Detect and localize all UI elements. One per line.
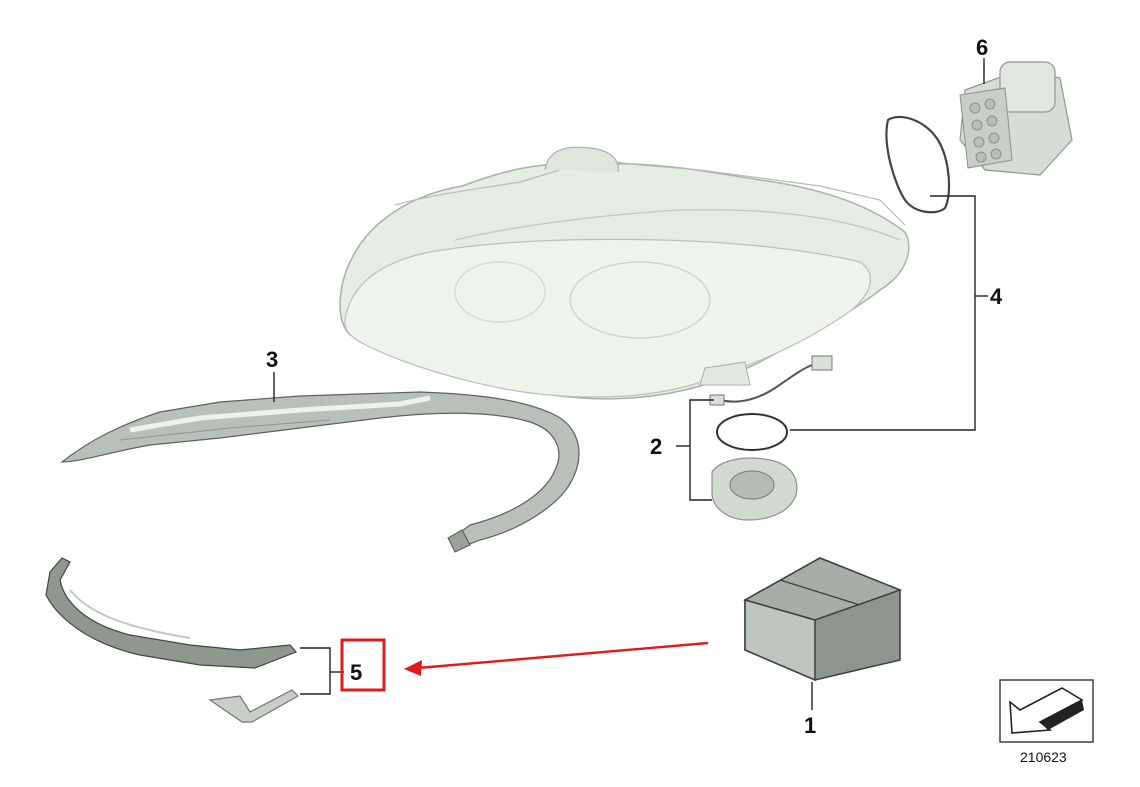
highlight-arrow-head <box>404 660 422 676</box>
callout-1: 1 <box>804 713 816 738</box>
callout-5: 5 <box>350 660 362 685</box>
highlight-arrow-shaft <box>417 641 709 670</box>
part-5-bracket <box>208 689 299 723</box>
part-1-box <box>743 557 903 682</box>
part-2-bulb-assembly <box>709 355 833 521</box>
callout-2: 2 <box>650 434 662 459</box>
callout-6: 6 <box>976 35 988 60</box>
headlight-assembly <box>339 146 910 400</box>
orientation-arrow-icon <box>999 679 1094 743</box>
callout-4: 4 <box>990 284 1003 309</box>
leader-lines <box>273 58 988 710</box>
part-4-gasket <box>885 115 951 214</box>
highlight-annotation <box>340 638 709 692</box>
diagram-reference-number: 210623 <box>1020 749 1067 765</box>
highlight-box <box>340 638 386 692</box>
part-3-upper-seal <box>60 391 580 553</box>
callout-3: 3 <box>266 347 278 372</box>
part-5-lower-seal <box>45 557 298 669</box>
part-6-control-module <box>959 61 1073 176</box>
